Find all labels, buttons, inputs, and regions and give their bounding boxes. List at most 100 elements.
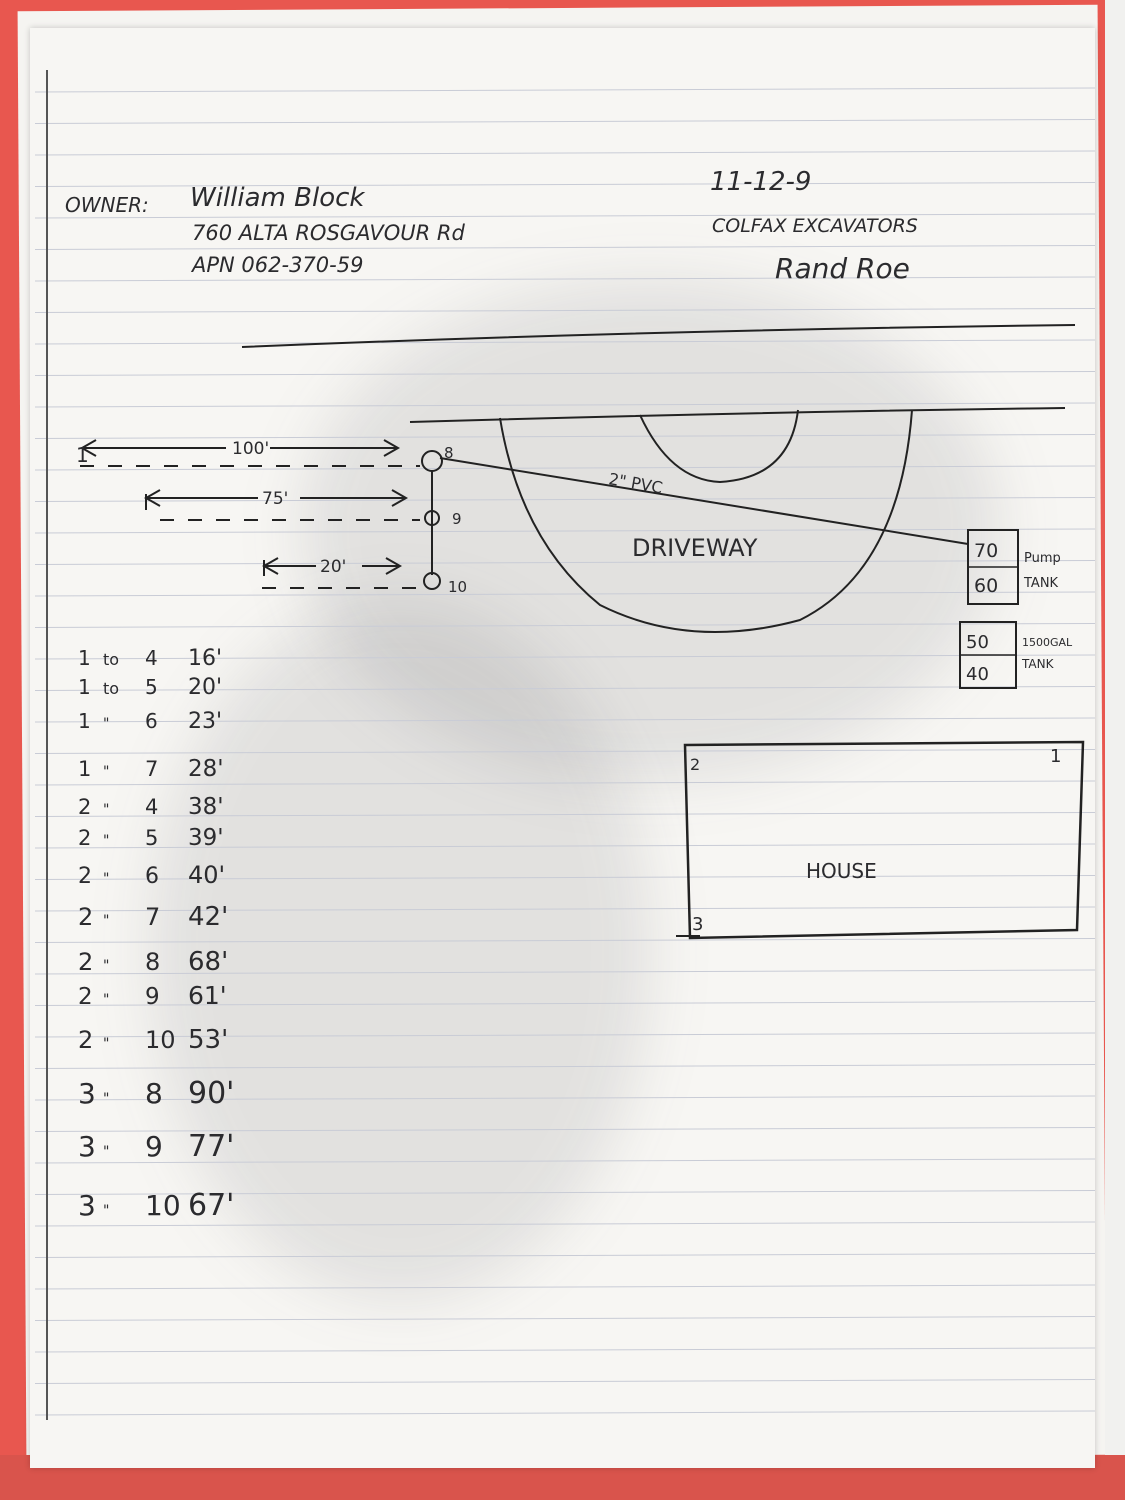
measurement-sep: ": [103, 716, 109, 732]
ruled-lines: [34, 87, 1096, 1416]
driveway-label: DRIVEWAY: [632, 534, 758, 562]
measurement-sep: to: [103, 650, 119, 669]
signature: Rand Roe: [775, 252, 910, 285]
measurement-sep: ": [103, 1203, 109, 1219]
measurement-from: 3: [78, 1130, 96, 1163]
measurement-distance: 90': [188, 1076, 234, 1111]
measurement-from: 2: [78, 795, 91, 819]
measurement-distance: 53': [188, 1025, 228, 1055]
second-tank-value-bottom: 40: [966, 664, 989, 685]
owner-label: OWNER:: [65, 193, 149, 217]
measurement-to: 10: [145, 1189, 181, 1222]
house-outline: [683, 740, 1085, 940]
measurement-distance: 38': [188, 794, 224, 820]
measurement-distance: 20': [188, 675, 222, 700]
measurement-sep: ": [103, 992, 109, 1008]
measurement-distance: 23': [188, 709, 222, 734]
pump-tank-value-bottom: 60: [974, 575, 998, 597]
measurement-row: 2 " 5 39': [78, 825, 224, 851]
measurement-row: 2 " 9 61': [78, 981, 227, 1010]
driveway-inner: [639, 409, 799, 484]
marker-9-circle: [424, 510, 440, 526]
measurement-from: 1: [78, 757, 91, 781]
owner-name: William Block: [190, 183, 365, 213]
notebook-page: [30, 28, 1095, 1468]
measurement-distance: 40': [188, 861, 225, 889]
road-line: [241, 324, 1076, 348]
second-tank-value-top: 50: [966, 632, 989, 653]
measurement-sep: ": [103, 833, 109, 849]
pvc-pipe: [439, 457, 969, 545]
measurement-distance: 16': [188, 646, 222, 671]
measurement-to: 8: [145, 1077, 163, 1110]
second-tank-label-bottom: TANK: [1021, 657, 1055, 671]
measurement-to: 9: [145, 1130, 163, 1163]
measurement-from: 1: [78, 709, 91, 733]
house-corner-2: 2: [690, 755, 700, 774]
measurement-from: 2: [78, 948, 93, 976]
folder-edge: [1105, 0, 1125, 1500]
pump-tank-value-top: 70: [974, 540, 998, 562]
house-label: HOUSE: [806, 859, 877, 883]
pump-tank-label-top: Pump: [1024, 551, 1061, 566]
second-tank-label-top: 1500GAL: [1022, 636, 1073, 649]
marker-10-circle: [423, 572, 441, 590]
measurement-distance: 67': [188, 1188, 234, 1223]
measurement-sep: to: [103, 679, 119, 698]
dimension-lines: [79, 439, 420, 589]
company: COLFAX EXCAVATORS: [712, 215, 918, 237]
measurement-to: 5: [145, 826, 158, 850]
measurement-distance: 39': [188, 825, 224, 851]
measurement-sep: ": [103, 1036, 109, 1052]
house-corner-1: 1: [1050, 746, 1061, 767]
dimension-100: 100': [232, 439, 269, 459]
measurement-row: 3 " 9 77': [78, 1129, 234, 1164]
measurement-distance: 61': [188, 981, 227, 1010]
measurement-sep: ": [103, 913, 109, 929]
apn: APN 062-370-59: [190, 253, 363, 277]
measurement-distance: 42': [188, 902, 228, 932]
measurement-sep: ": [103, 1144, 109, 1160]
start-point-label: 1: [76, 443, 89, 467]
measurement-row: 1 " 6 23': [78, 709, 222, 734]
measurement-to: 6: [145, 864, 159, 889]
dimension-20: 20': [320, 557, 346, 577]
measurement-distance: 68': [188, 947, 228, 977]
pipe-label: 2" PVC: [607, 469, 664, 497]
measurement-to: 4: [145, 646, 158, 670]
property-line: [409, 407, 1066, 423]
pump-tank-label-bottom: TANK: [1023, 576, 1059, 591]
measurement-sep: ": [103, 802, 109, 818]
measurement-to: 5: [145, 675, 158, 699]
marker-9-label: 9: [452, 510, 462, 528]
measurement-sep: ": [103, 958, 109, 974]
measurement-distance: 28': [188, 756, 224, 782]
marker-10-label: 10: [448, 578, 467, 596]
measurement-from: 2: [78, 984, 93, 1010]
date: 11-12-9: [710, 167, 811, 197]
measurement-to: 9: [145, 984, 160, 1010]
driveway-outline: [499, 409, 913, 633]
measurement-from: 2: [78, 826, 91, 850]
measurement-from: 3: [78, 1189, 96, 1222]
measurement-to: 6: [145, 709, 158, 733]
measurement-row: 1 " 7 28': [78, 756, 224, 782]
measurement-from: 2: [78, 864, 92, 889]
measurement-to: 7: [145, 757, 158, 781]
measurement-from: 1: [78, 646, 91, 670]
measurement-from: 2: [78, 1026, 93, 1054]
measurement-sep: ": [103, 764, 109, 780]
measurement-distance: 77': [188, 1129, 234, 1164]
shadow-overlay-lower: [150, 600, 650, 1300]
house-corner-3: 3: [692, 914, 703, 935]
measurement-from: 2: [78, 903, 93, 931]
